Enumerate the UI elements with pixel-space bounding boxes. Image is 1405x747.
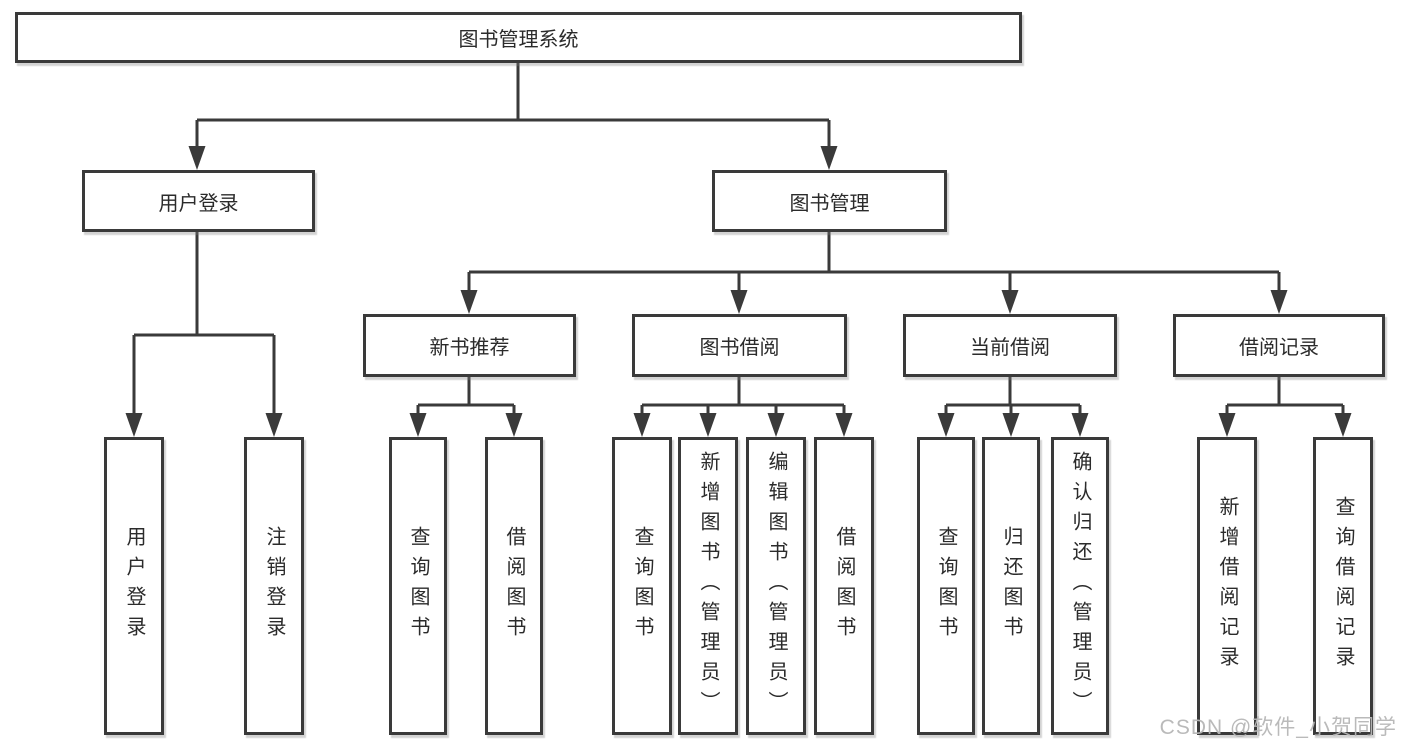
leaf-recommend-borrow-book: 借阅图书 [485,437,543,735]
leaf-borrow-add-book-admin-label: 新增图书（管理员） [697,451,719,721]
leaf-borrow-edit-book-admin-label: 编辑图书（管理员） [765,451,787,721]
leaf-record-add-label: 新增借阅记录 [1216,496,1238,676]
leaf-borrow-borrow-book-label: 借阅图书 [833,526,855,646]
leaf-current-confirm-return-admin-label: 确认归还（管理员） [1069,451,1091,721]
node-book-management-branch: 图书管理 [712,170,947,232]
leaf-recommend-query-book: 查询图书 [389,437,447,735]
leaf-current-query-book: 查询图书 [917,437,975,735]
leaf-recommend-borrow-book-label: 借阅图书 [503,526,525,646]
leaf-record-add: 新增借阅记录 [1197,437,1257,735]
node-root-system: 图书管理系统 [15,12,1022,63]
leaf-user-login: 用户登录 [104,437,164,735]
node-current-borrow: 当前借阅 [903,314,1117,377]
leaf-recommend-query-book-label: 查询图书 [407,526,429,646]
leaf-borrow-query-book-label: 查询图书 [631,526,653,646]
node-new-book-recommend: 新书推荐 [363,314,576,377]
node-user-login-branch: 用户登录 [82,170,315,232]
leaf-current-query-book-label: 查询图书 [935,526,957,646]
node-borrow-record: 借阅记录 [1173,314,1385,377]
node-book-borrow: 图书借阅 [632,314,847,377]
node-borrow-record-label: 借阅记录 [1239,337,1319,359]
leaf-borrow-query-book: 查询图书 [612,437,672,735]
leaf-current-return-book-label: 归还图书 [1000,526,1022,646]
leaf-current-return-book: 归还图书 [982,437,1040,735]
node-user-login-branch-label: 用户登录 [158,192,239,215]
leaf-borrow-borrow-book: 借阅图书 [814,437,874,735]
leaf-borrow-edit-book-admin: 编辑图书（管理员） [746,437,806,735]
csdn-watermark: CSDN @软件_小贺同学 [1159,716,1397,739]
leaf-borrow-add-book-admin: 新增图书（管理员） [678,437,738,735]
node-book-management-branch-label: 图书管理 [789,192,870,215]
node-book-borrow-label: 图书借阅 [699,337,780,359]
leaf-logout: 注销登录 [244,437,304,735]
leaf-user-login-label: 用户登录 [123,526,145,646]
leaf-record-query: 查询借阅记录 [1313,437,1373,735]
leaf-logout-label: 注销登录 [263,526,285,646]
node-new-book-recommend-label: 新书推荐 [429,337,510,359]
leaf-record-query-label: 查询借阅记录 [1332,496,1354,676]
node-current-borrow-label: 当前借阅 [970,337,1050,359]
leaf-current-confirm-return-admin: 确认归还（管理员） [1051,437,1109,735]
node-root-system-label: 图书管理系统 [458,29,579,51]
